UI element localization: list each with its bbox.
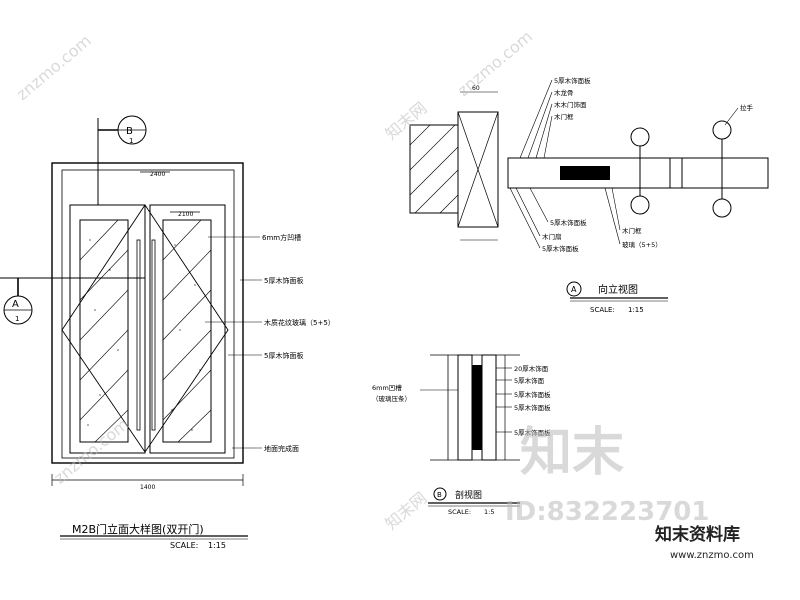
door-leaf-section — [507, 157, 769, 189]
section-marker-b-letter: B — [126, 126, 133, 137]
detail-frame — [457, 354, 473, 461]
watermark-diag-4: znzmo.com — [50, 414, 132, 487]
detail-scale-value: 1:5 — [484, 508, 494, 516]
elev-callout-4: 5厚木饰面板 — [264, 351, 303, 360]
section-marker-a-letter: A — [12, 299, 19, 310]
plan-callout-bottom-5: 玻璃（5+5） — [622, 240, 662, 249]
detail-glass — [472, 365, 482, 450]
elev-callout-2: 5厚木饰面板 — [264, 276, 303, 285]
handle-knob-3 — [712, 120, 732, 140]
detail-title-text: 剖视图 — [455, 489, 482, 501]
plan-callout-bottom-1: 5厚木饰面板 — [550, 218, 587, 227]
glass-section — [560, 166, 610, 180]
detail-callout-left-1: 6mm凹槽 — [372, 383, 402, 392]
detail-callout-right-1: 20厚木饰面 — [514, 364, 549, 373]
door-elevation — [0, 115, 262, 540]
plan-callout-top-4: 木门框 — [554, 112, 574, 121]
door-frame-section — [457, 111, 499, 228]
plan-dim: 60 — [472, 85, 480, 92]
plan-callout-top-3: 木木门饰面 — [554, 100, 587, 109]
detail-callout-right-5: 5厚木饰面板 — [514, 428, 551, 437]
detail-section — [420, 354, 520, 507]
plan-title-marker — [566, 281, 582, 297]
watermark-diag-1: znzmo.com — [13, 31, 95, 104]
plan-callout-bottom-2: 木门扇 — [542, 232, 562, 241]
detail-callout-right-4: 5厚木饰面板 — [514, 403, 551, 412]
detail-callout-left-2: （玻璃压条） — [372, 394, 411, 403]
plan-title-letter: A — [571, 285, 577, 294]
elev-callout-1: 6mm方凹槽 — [262, 233, 301, 242]
watermark-site-cn: 知末资料库 — [654, 524, 740, 545]
watermark-site-url: www.znzmo.com — [670, 550, 754, 561]
elevation-scale-value: 1:15 — [208, 541, 226, 550]
detail-callout-right-3: 5厚木饰面板 — [514, 390, 551, 399]
door-frame-inner — [61, 169, 235, 459]
door-leaf-left — [69, 204, 146, 454]
dim-bottom: 1400 — [140, 484, 155, 491]
handle-knob-1 — [630, 127, 650, 147]
handle-right — [151, 239, 156, 431]
watermark-diag-5: 知末网 — [381, 488, 430, 533]
plan-callout-top-2: 木龙骨 — [554, 88, 574, 97]
detail-callout-right-2: 5厚木饰面 — [514, 376, 545, 385]
watermark-diag-2: znzmo.com — [454, 27, 536, 100]
door-leaf-right — [149, 204, 226, 454]
elev-callout-5: 地面完成面 — [264, 444, 299, 453]
detail-scale-label: SCALE: — [448, 508, 471, 516]
plan-callout-right-1: 拉手 — [740, 103, 754, 112]
plan-title-text: 向立视图 — [598, 283, 638, 296]
elev-callout-3: 木质花纹玻璃（5+5） — [264, 318, 335, 327]
plan-scale-value: 1:15 — [628, 306, 644, 314]
glass-panel-right — [162, 219, 212, 443]
watermarks: 知末 ID:832223701 知末资料库 www.znzmo.com znzm… — [13, 27, 754, 561]
detail-title-letter: B — [437, 491, 442, 499]
handle-knob-4 — [712, 198, 732, 218]
plan-callout-bottom-4: 木门框 — [622, 226, 642, 235]
watermark-brand: 知末 — [520, 423, 624, 483]
dim-top-2: 2100 — [178, 211, 193, 218]
plan-scale-label: SCALE: — [590, 306, 615, 314]
plan-callout-top-1: 5厚木饰面板 — [554, 76, 591, 85]
elevation-title: M2B门立面大样图(双开门) — [72, 522, 204, 536]
plan-callout-bottom-3: 5厚木饰面板 — [542, 244, 579, 253]
plan-section — [409, 79, 769, 302]
glass-hatch — [79, 219, 212, 443]
elevation-scale-label: SCALE: — [170, 541, 198, 550]
handle-knob-2 — [630, 195, 650, 215]
section-marker-b-number: 1 — [129, 137, 133, 145]
detail-title-marker — [433, 487, 447, 501]
section-marker-a-number: 1 — [15, 315, 19, 323]
glass-panel-left — [79, 219, 129, 443]
handle-left — [136, 239, 141, 431]
door-diamond-outline — [61, 204, 229, 453]
watermark-diag-3: 知末网 — [381, 98, 430, 143]
door-frame-outer — [51, 162, 244, 464]
watermark-id: ID:832223701 — [505, 497, 709, 527]
dim-top-1: 2400 — [150, 171, 165, 178]
glass-stipple — [87, 239, 201, 431]
